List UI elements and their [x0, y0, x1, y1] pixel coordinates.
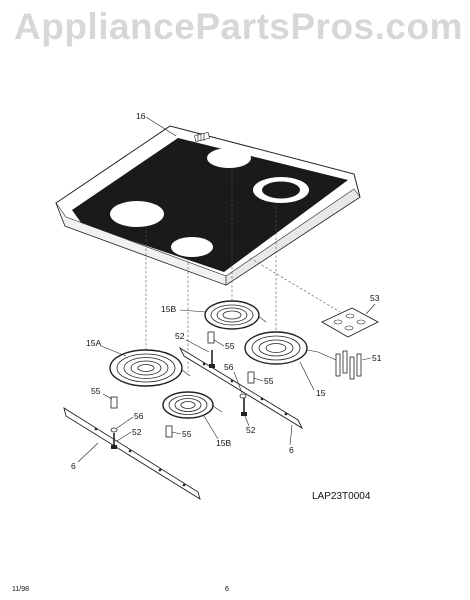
mounting-bracket-front: [63, 407, 201, 500]
callout-15: 15: [316, 388, 326, 398]
callout-55-d: 55: [182, 429, 192, 439]
callout-52-a: 52: [175, 331, 185, 341]
callout-51: 51: [372, 353, 382, 363]
spacer-55-c: [110, 396, 118, 409]
callout-55-a: 55: [225, 341, 235, 351]
callout-55-b: 55: [264, 376, 274, 386]
callout-52-b: 52: [246, 425, 256, 435]
callout-53: 53: [370, 293, 380, 303]
burner-ring-small-front: [171, 237, 213, 257]
callout-56-a: 56: [224, 362, 234, 372]
terminal-connectors: [317, 350, 362, 380]
footer-date: 11/98: [12, 586, 29, 593]
element-15a-large: [109, 349, 191, 387]
callout-15b-front: 15B: [216, 438, 231, 448]
callout-6-front: 6: [71, 461, 76, 471]
screw-52-a: [209, 350, 215, 368]
callout-6-rear: 6: [289, 445, 294, 455]
nut-56-b: [110, 427, 118, 433]
element-15-right: [244, 331, 319, 365]
callout-15a: 15A: [86, 338, 101, 348]
spacer-55-a: [207, 331, 215, 344]
spacer-55-b: [247, 371, 255, 384]
screw-52-b: [241, 398, 247, 416]
element-15b-front: [162, 391, 223, 419]
cooktop-glass-top: [55, 125, 361, 286]
spacer-55-d: [165, 425, 173, 438]
nut-56-a: [239, 393, 247, 399]
callout-55-c: 55: [91, 386, 101, 396]
burner-ring-small-back: [207, 148, 251, 168]
element-15b-back: [204, 300, 267, 330]
callout-16: 16: [136, 111, 146, 121]
callout-56-b: 56: [134, 411, 144, 421]
terminal-block: [321, 307, 379, 338]
diagram-code: LAP23T0004: [312, 491, 371, 502]
burner-ring-large-left: [110, 201, 164, 227]
callout-15b-back: 15B: [161, 304, 176, 314]
footer-page-number: 6: [225, 586, 229, 593]
screw-52-c: [111, 433, 117, 449]
watermark-text: AppliancePartsPros.com: [14, 6, 463, 47]
callout-52-c: 52: [132, 427, 142, 437]
